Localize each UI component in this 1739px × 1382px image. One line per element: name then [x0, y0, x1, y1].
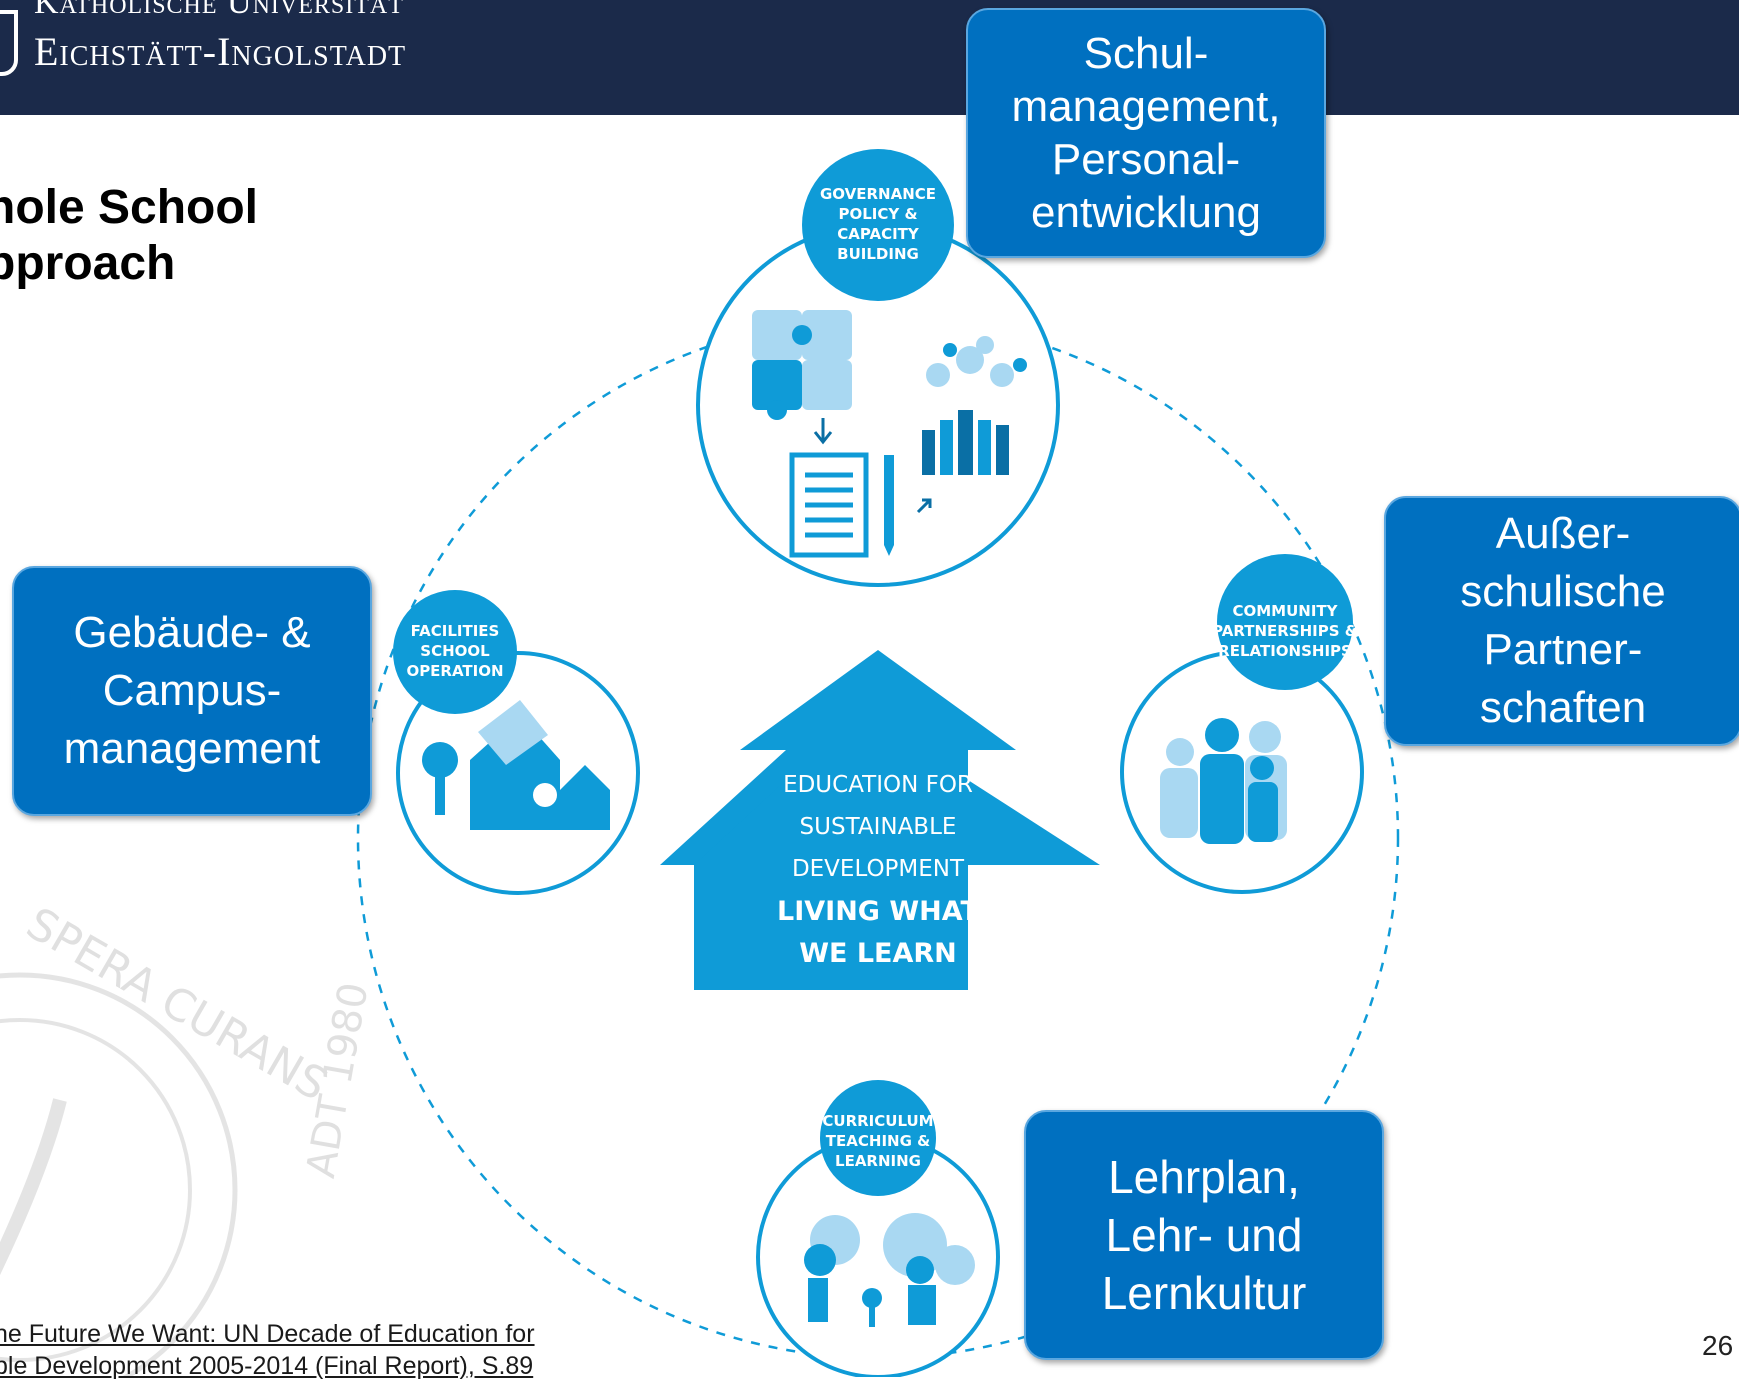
center-text-line5: WE LEARN	[799, 938, 957, 969]
box-curriculum-culture-text: Lehrplan, Lehr- und Lernkultur	[1101, 1151, 1307, 1319]
box-curriculum-culture: Lehrplan, Lehr- und Lernkultur	[1024, 1110, 1384, 1360]
community-badge-line2: PARTNERSHIPS &	[1212, 622, 1358, 640]
box-external-partnerships: Außer- schulische Partner- schaften	[1384, 496, 1739, 746]
curriculum-circle: CURRICULUM TEACHING & LEARNING	[756, 1080, 1000, 1377]
box-campus-management: Gebäude- & Campus- management	[12, 566, 372, 816]
community-badge-line3: RELATIONSHIPS	[1218, 642, 1352, 660]
governance-badge-line4: BUILDING	[837, 245, 919, 263]
university-name-line1: Katholische Universität	[34, 0, 404, 21]
document-icon	[789, 452, 894, 558]
box-school-management: Schul- management, Personal- entwicklung	[966, 8, 1326, 258]
slide-title-line2: pproach	[0, 237, 176, 290]
center-text-line4: LIVING WHAT	[777, 896, 980, 927]
slide-title-line1: hole School	[0, 181, 259, 234]
facilities-badge-line1: FACILITIES	[411, 622, 500, 640]
down-arrow-icon	[813, 418, 833, 445]
community-circle: COMMUNITY PARTNERSHIPS & RELATIONSHIPS	[1120, 554, 1364, 894]
facilities-badge-line3: OPERATION	[406, 662, 503, 680]
curriculum-badge-line1: CURRICULUM	[822, 1112, 933, 1130]
box-external-partnerships-text: Außer- schulische Partner- schaften	[1460, 509, 1666, 732]
up-right-arrow-icon	[916, 498, 932, 514]
people-group-icon	[1160, 718, 1287, 844]
box-campus-management-text: Gebäude- & Campus- management	[63, 608, 321, 773]
center-house-arrow: EDUCATION FOR SUSTAINABLE DEVELOPMENT LI…	[660, 650, 1100, 990]
slide-title: hole School pproach	[0, 180, 258, 292]
governance-circle: GOVERNANCE POLICY & CAPACITY BUILDING	[696, 149, 1060, 587]
header-bar: Katholische Universität Eichstätt-Ingols…	[0, 0, 1739, 115]
center-text-line2: SUSTAINABLE	[800, 814, 957, 840]
source-link-line1[interactable]: he Future We Want: UN Decade of Educatio…	[0, 1320, 535, 1348]
facilities-badge-line2: SCHOOL	[420, 642, 490, 660]
governance-badge-line3: CAPACITY	[837, 225, 920, 243]
raised-hands-icon	[922, 336, 1027, 475]
university-name-line2: Eichstätt-Ingolstadt	[34, 29, 407, 74]
puzzle-icon	[752, 310, 852, 420]
learning-group-icon	[804, 1213, 975, 1327]
center-text-line1: EDUCATION FOR	[783, 772, 973, 798]
watermark-seal: SPERA CURANS ADT 1980	[0, 898, 378, 1377]
page-number: 26	[1702, 1330, 1734, 1361]
source-citation[interactable]: he Future We Want: UN Decade of Educatio…	[0, 1318, 535, 1382]
governance-badge-line2: POLICY &	[838, 205, 917, 223]
facilities-circle: FACILITIES SCHOOL OPERATION	[393, 590, 640, 895]
curriculum-badge-line3: LEARNING	[835, 1152, 921, 1170]
watermark-text: SPERA CURANS	[18, 898, 336, 1111]
community-badge-line1: COMMUNITY	[1232, 602, 1338, 620]
source-link-line2[interactable]: ble Development 2005-2014 (Final Report)…	[0, 1352, 534, 1380]
school-building-icon	[422, 700, 610, 830]
curriculum-badge-line2: TEACHING &	[826, 1132, 930, 1150]
governance-badge-line1: GOVERNANCE	[820, 185, 936, 203]
box-school-management-text: Schul- management, Personal- entwicklung	[1011, 29, 1281, 237]
university-logo-icon	[0, 10, 18, 76]
center-text-line3: DEVELOPMENT	[792, 856, 965, 882]
